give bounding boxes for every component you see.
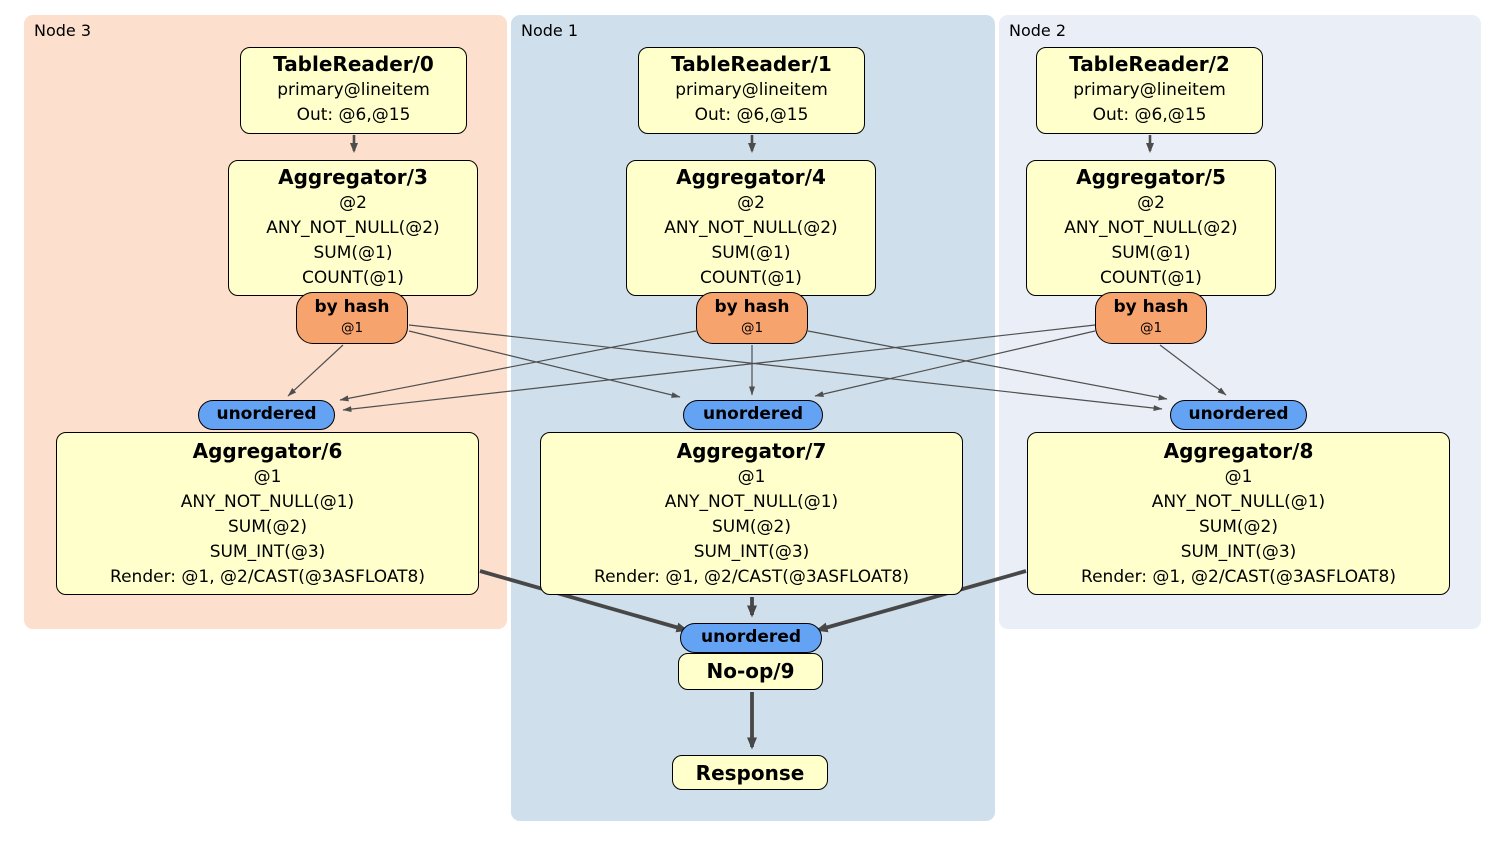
processor-detail: SUM_INT(@3) bbox=[209, 542, 326, 562]
processor-detail: @1 bbox=[253, 467, 282, 487]
processor-tablereader-2: TableReader/2 primary@lineitem Out: @6,@… bbox=[1036, 47, 1263, 134]
processor-detail: ANY_NOT_NULL(@2) bbox=[1064, 218, 1238, 238]
processor-title: TableReader/0 bbox=[273, 52, 434, 76]
processor-detail: SUM(@1) bbox=[313, 243, 393, 263]
router-by-hash-3: by hash @1 bbox=[296, 292, 408, 344]
processor-aggregator-4: Aggregator/4 @2 ANY_NOT_NULL(@2) SUM(@1)… bbox=[626, 160, 876, 296]
processor-detail: SUM_INT(@3) bbox=[1180, 542, 1297, 562]
processor-detail: SUM(@1) bbox=[711, 243, 791, 263]
processor-tablereader-0: TableReader/0 primary@lineitem Out: @6,@… bbox=[240, 47, 467, 134]
router-detail: @1 bbox=[340, 320, 364, 336]
processor-detail: primary@lineitem bbox=[1073, 80, 1226, 100]
stream-label: unordered bbox=[1188, 404, 1289, 424]
processor-detail: @1 bbox=[737, 467, 766, 487]
processor-title: Aggregator/4 bbox=[676, 165, 826, 189]
processor-response: Response bbox=[672, 755, 828, 790]
stream-unordered-final: unordered bbox=[680, 623, 822, 653]
processor-detail: @2 bbox=[339, 193, 367, 213]
router-by-hash-5: by hash @1 bbox=[1095, 292, 1207, 344]
group-label: Node 3 bbox=[34, 21, 92, 40]
stream-label: unordered bbox=[700, 627, 802, 647]
router-by-hash-4: by hash @1 bbox=[696, 292, 808, 344]
processor-detail: ANY_NOT_NULL(@2) bbox=[664, 218, 838, 238]
router-label: by hash bbox=[314, 297, 390, 317]
processor-detail: Out: @6,@15 bbox=[296, 105, 411, 125]
stream-label: unordered bbox=[702, 404, 804, 424]
processor-detail: SUM(@1) bbox=[1111, 243, 1191, 263]
processor-detail: primary@lineitem bbox=[277, 80, 430, 100]
processor-detail: ANY_NOT_NULL(@1) bbox=[664, 492, 839, 512]
processor-aggregator-7: Aggregator/7 @1 ANY_NOT_NULL(@1) SUM(@2)… bbox=[540, 432, 963, 595]
processor-title: Aggregator/7 bbox=[676, 439, 827, 463]
processor-detail: SUM_INT(@3) bbox=[693, 542, 810, 562]
processor-detail: ANY_NOT_NULL(@2) bbox=[266, 218, 440, 238]
processor-title: Aggregator/6 bbox=[192, 439, 343, 463]
processor-detail: @2 bbox=[737, 193, 765, 213]
processor-aggregator-3: Aggregator/3 @2 ANY_NOT_NULL(@2) SUM(@1)… bbox=[228, 160, 478, 296]
processor-detail: @1 bbox=[1224, 467, 1253, 487]
processor-detail: @2 bbox=[1137, 193, 1165, 213]
group-label: Node 2 bbox=[1009, 21, 1067, 40]
processor-aggregator-8: Aggregator/8 @1 ANY_NOT_NULL(@1) SUM(@2)… bbox=[1027, 432, 1450, 595]
processor-detail: Out: @6,@15 bbox=[1092, 105, 1207, 125]
processor-tablereader-1: TableReader/1 primary@lineitem Out: @6,@… bbox=[638, 47, 865, 134]
processor-detail: Out: @6,@15 bbox=[694, 105, 809, 125]
processor-aggregator-6: Aggregator/6 @1 ANY_NOT_NULL(@1) SUM(@2)… bbox=[56, 432, 479, 595]
processor-aggregator-5: Aggregator/5 @2 ANY_NOT_NULL(@2) SUM(@1)… bbox=[1026, 160, 1276, 296]
processor-detail: Render: @1, @2/CAST(@3ASFLOAT8) bbox=[110, 567, 425, 587]
processor-title: Response bbox=[695, 761, 805, 785]
stream-unordered-7: unordered bbox=[683, 400, 823, 430]
processor-detail: Render: @1, @2/CAST(@3ASFLOAT8) bbox=[1081, 567, 1396, 587]
processor-detail: SUM(@2) bbox=[1199, 517, 1278, 537]
processor-detail: Render: @1, @2/CAST(@3ASFLOAT8) bbox=[594, 567, 909, 587]
router-detail: @1 bbox=[740, 320, 764, 336]
stream-unordered-6: unordered bbox=[198, 400, 335, 430]
processor-detail: SUM(@2) bbox=[712, 517, 791, 537]
stream-unordered-8: unordered bbox=[1170, 400, 1307, 430]
group-label: Node 1 bbox=[521, 21, 579, 40]
router-label: by hash bbox=[1113, 297, 1189, 317]
router-detail: @1 bbox=[1139, 320, 1163, 336]
processor-detail: COUNT(@1) bbox=[302, 268, 404, 288]
processor-detail: ANY_NOT_NULL(@1) bbox=[1151, 492, 1326, 512]
processor-title: TableReader/2 bbox=[1069, 52, 1230, 76]
processor-title: Aggregator/5 bbox=[1076, 165, 1226, 189]
processor-detail: primary@lineitem bbox=[675, 80, 828, 100]
processor-title: TableReader/1 bbox=[671, 52, 832, 76]
router-label: by hash bbox=[714, 297, 790, 317]
processor-title: Aggregator/8 bbox=[1163, 439, 1314, 463]
processor-detail: ANY_NOT_NULL(@1) bbox=[180, 492, 355, 512]
processor-noop-9: No-op/9 bbox=[678, 653, 823, 690]
processor-title: No-op/9 bbox=[706, 659, 795, 683]
stream-label: unordered bbox=[216, 404, 317, 424]
processor-title: Aggregator/3 bbox=[278, 165, 428, 189]
processor-detail: SUM(@2) bbox=[228, 517, 307, 537]
processor-detail: COUNT(@1) bbox=[700, 268, 802, 288]
processor-detail: COUNT(@1) bbox=[1100, 268, 1202, 288]
